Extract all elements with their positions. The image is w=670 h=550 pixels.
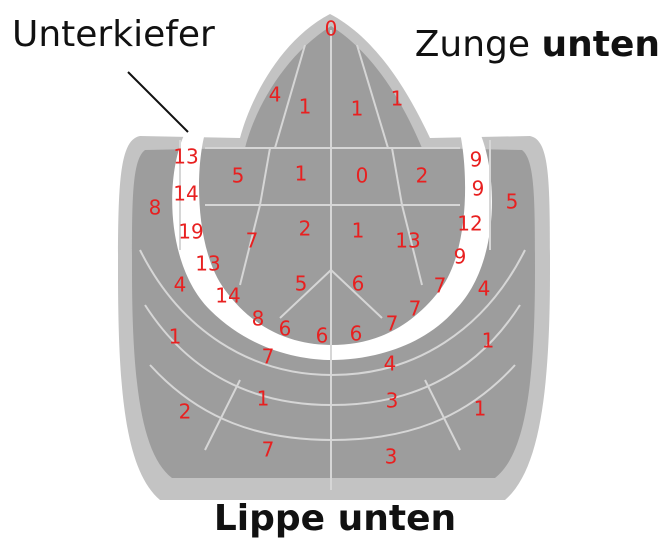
segment-number: 7: [386, 312, 399, 336]
segment-number: 2: [416, 164, 429, 188]
segment-number: 6: [350, 322, 363, 346]
segment-number: 6: [316, 324, 329, 348]
segment-number: 1: [351, 97, 364, 121]
segment-number: 3: [385, 445, 398, 469]
segment-number: 0: [356, 164, 369, 188]
segment-number: 4: [269, 83, 282, 107]
segment-number: 13: [195, 252, 220, 276]
segment-number: 3: [386, 389, 399, 413]
tongue-label-prefix: Zunge: [414, 24, 531, 65]
segment-number: 8: [252, 307, 265, 331]
segment-number: 13: [173, 145, 198, 169]
segment-number: 9: [472, 177, 485, 201]
segment-number: 1: [299, 95, 312, 119]
segment-number: 1: [391, 87, 404, 111]
segment-number: 7: [246, 229, 259, 253]
segment-number: 6: [279, 317, 292, 341]
segment-number: 2: [179, 400, 192, 424]
segment-number: 9: [454, 245, 467, 269]
segment-number: 13: [395, 229, 420, 253]
segment-number: 7: [262, 345, 275, 369]
segment-number: 5: [295, 272, 308, 296]
segment-number: 1: [482, 329, 495, 353]
segment-number: 6: [352, 272, 365, 296]
segment-number: 7: [262, 438, 275, 462]
segment-number: 4: [384, 352, 397, 376]
segment-number: 1: [474, 397, 487, 421]
segment-number: 14: [173, 182, 198, 206]
tongue-label-bold: unten: [541, 24, 660, 65]
segment-lines: [139, 30, 526, 490]
segment-number: 0: [325, 17, 338, 41]
segment-number: 4: [174, 273, 187, 297]
segment-number: 1: [295, 162, 308, 186]
segment-number: 8: [149, 196, 162, 220]
segment-number: 1: [352, 219, 365, 243]
segment-fill: [132, 26, 535, 478]
segment-number: 7: [409, 297, 422, 321]
tongue-label: Zunge unten: [415, 24, 660, 65]
segment-number: 12: [457, 212, 482, 236]
segment-number: 9: [470, 148, 483, 172]
segment-number: 1: [169, 325, 182, 349]
jaw-leader-line: [127, 71, 189, 133]
segment-number: 2: [299, 217, 312, 241]
segment-number: 1: [257, 387, 270, 411]
segment-number: 5: [506, 190, 519, 214]
segment-number: 7: [434, 274, 447, 298]
lip-label: Lippe unten: [213, 498, 457, 539]
segment-number: 19: [178, 220, 203, 244]
jaw-label: Unterkiefer: [12, 14, 215, 55]
segment-number: 14: [215, 284, 240, 308]
segment-number: 5: [232, 164, 245, 188]
segment-number: 4: [478, 277, 491, 301]
